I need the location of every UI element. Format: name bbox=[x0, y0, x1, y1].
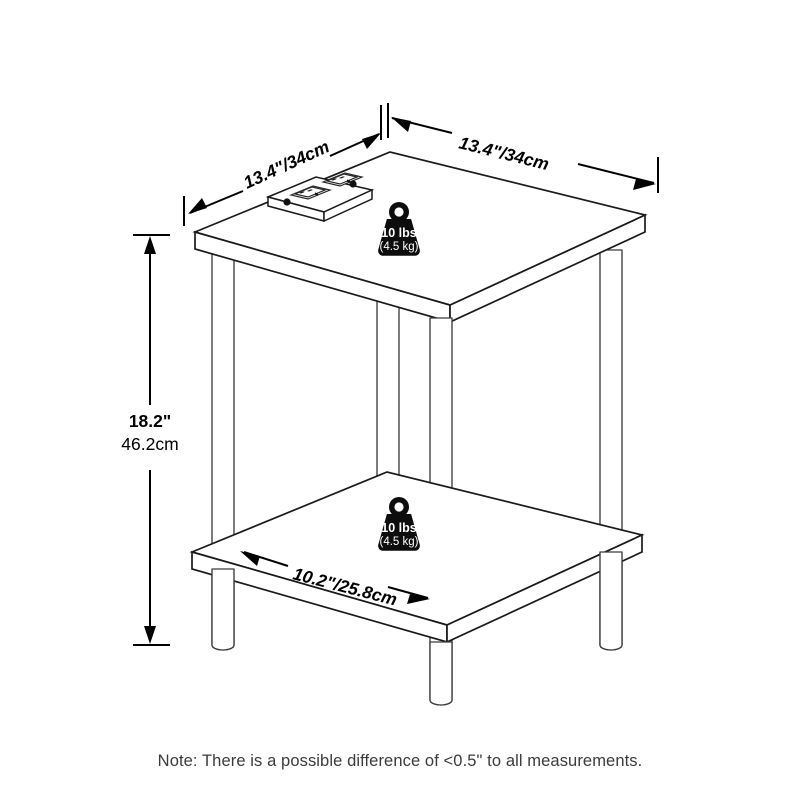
dim-top-right-value: 13.4"/34cm bbox=[457, 132, 551, 174]
dimension-height: 18.2" 46.2cm bbox=[121, 234, 179, 646]
outlet-screw-right bbox=[349, 180, 357, 188]
weight-badge-lbs-shelf: 10 lbs bbox=[381, 521, 416, 535]
power-outlet bbox=[265, 172, 375, 223]
weight-badge-tabletop: 10 lbs (4.5 kg) bbox=[378, 202, 420, 256]
leg-segments-below-shelf bbox=[211, 551, 623, 706]
dim-height-inches: 18.2" bbox=[129, 411, 171, 431]
weight-badge-kg: (4.5 kg) bbox=[380, 241, 419, 253]
dim-height-cm: 46.2cm bbox=[121, 434, 178, 454]
measurement-note: Note: There is a possible difference of … bbox=[157, 752, 643, 770]
weight-badge-lbs: 10 lbs bbox=[381, 226, 416, 240]
outlet-screw-left bbox=[283, 198, 291, 206]
weight-badge-shelf: 10 lbs (4.5 kg) bbox=[378, 496, 420, 551]
svg-text:13.4"/34cm: 13.4"/34cm bbox=[457, 132, 551, 174]
weight-badge-kg-shelf: (4.5 kg) bbox=[380, 536, 419, 548]
